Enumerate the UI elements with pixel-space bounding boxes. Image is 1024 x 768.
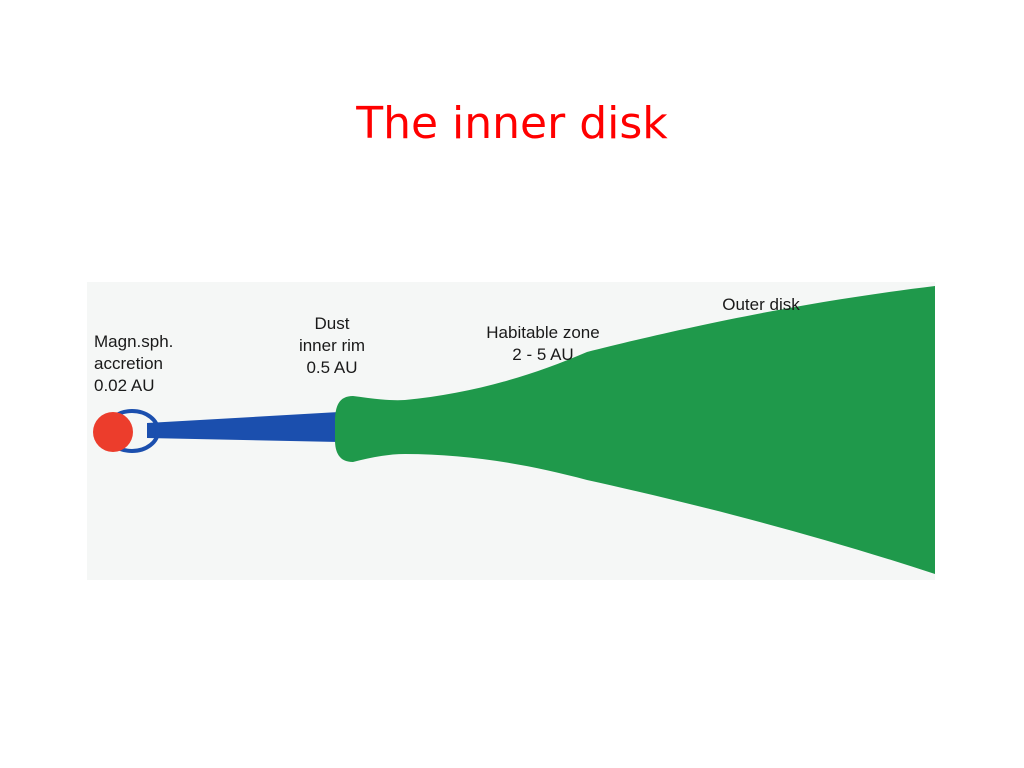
magnetospheric-accretion-label: Magn.sph. accretion 0.02 AU	[94, 331, 173, 397]
magnetospheric-accretion-label-line: Magn.sph.	[94, 332, 174, 351]
habitable-zone-label: Habitable zone 2 - 5 AU	[463, 322, 623, 366]
magnetospheric-accretion-label-line: accretion	[94, 354, 163, 373]
dust-inner-rim-label-line: inner rim	[298, 336, 366, 355]
outer-disk-label: Outer disk	[707, 294, 815, 316]
habitable-zone-label-line: Habitable zone	[486, 323, 600, 342]
outer-disk-label-line: Outer disk	[722, 295, 800, 314]
disk-diagram-graphic	[87, 282, 935, 580]
dust-inner-rim-label-line: Dust	[314, 314, 350, 333]
dust-inner-rim-label-line: 0.5 AU	[306, 358, 358, 377]
dust-disk	[335, 286, 935, 574]
dust-inner-rim-label: Dust inner rim 0.5 AU	[287, 313, 377, 379]
star	[93, 412, 133, 452]
slide-title: The inner disk	[356, 98, 668, 149]
magnetospheric-accretion-label-line: 0.02 AU	[94, 376, 155, 395]
inner-gas-disk	[147, 412, 339, 442]
disk-diagram: Magn.sph. accretion 0.02 AU Dust inner r…	[87, 282, 935, 580]
habitable-zone-label-line: 2 - 5 AU	[512, 345, 574, 364]
